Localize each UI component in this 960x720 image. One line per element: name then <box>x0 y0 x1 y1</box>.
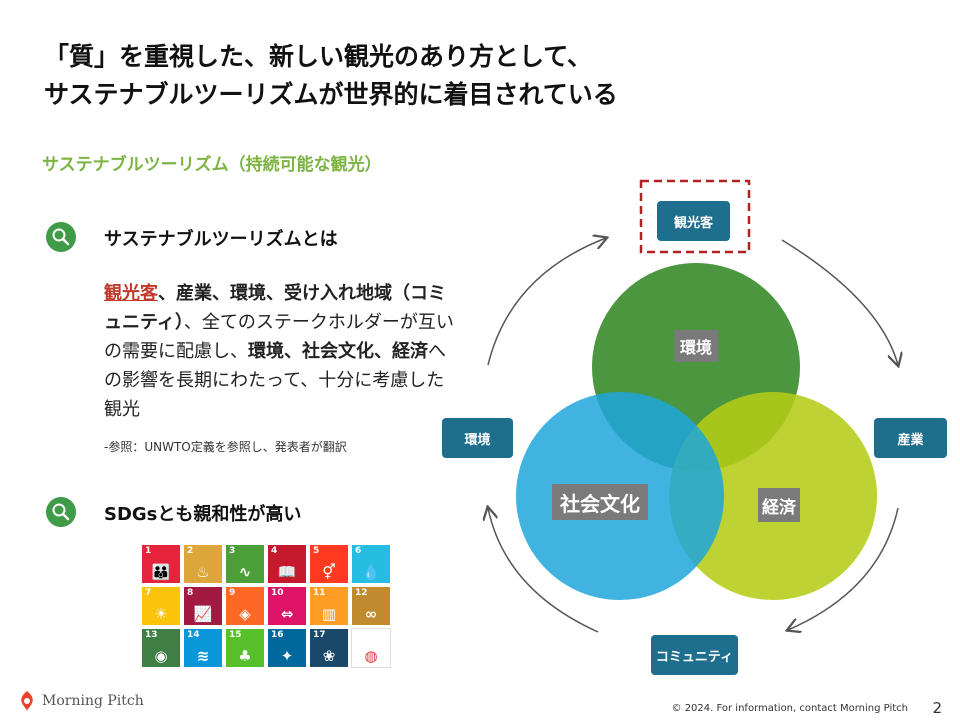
sdg-number: 17 <box>313 630 326 640</box>
highlight-tourist: 観光客 <box>104 283 158 304</box>
sdg-tile: 6💧 <box>352 545 390 583</box>
sdg-tile: 11 ▥ <box>310 587 348 625</box>
reference-note: -参照：UNWTO定義を参照し、発表者が翻訳 <box>104 440 347 454</box>
sdg-number: 6 <box>355 546 362 556</box>
sdg-goal-icon: ⇔ <box>280 605 294 623</box>
sdg-tile: 9◈ <box>226 587 264 625</box>
sdg-tile: 4📖 <box>268 545 306 583</box>
sdg-goal-icon: ◍ <box>364 647 378 665</box>
sdg-tile: 13 ◉ <box>142 629 180 667</box>
sdg-tile: 5⚥ <box>310 545 348 583</box>
definition-part2: への影響を長期にわたって、十分に考慮した観光 <box>104 341 446 420</box>
sdgs-icon-grid: 1👪2♨3∿4📖5⚥6💧7☀8📈9◈10⇔11▥12∞13◉14≋15♣16✦1… <box>142 545 391 668</box>
sdg-goal-icon: ❀ <box>322 647 336 665</box>
node-environment: 環境 <box>442 418 513 458</box>
sdg-number: 15 <box>229 630 242 640</box>
sdg-goal-icon: ▥ <box>321 605 337 623</box>
cycle-arrow-top-right <box>781 239 898 365</box>
sdg-goal-icon: ◉ <box>154 647 168 665</box>
sdg-tile: 3∿ <box>226 545 264 583</box>
cycle-arrow-right-bottom <box>788 507 899 630</box>
title-line-1: 「質」を重視した、新しい観光のあり方として、 <box>44 42 593 71</box>
sdg-number: 9 <box>229 588 236 598</box>
node-industry: 産業 <box>874 418 947 458</box>
sdg-tile: 17 ❀ <box>310 629 348 667</box>
sdg-tile: 7☀ <box>142 587 180 625</box>
sdg-tile: 8📈 <box>184 587 222 625</box>
sdg-goal-icon: ⚥ <box>322 563 336 581</box>
tourist-highlight-box <box>639 179 751 254</box>
circle-label-environment: 環境 <box>674 330 718 362</box>
sdg-goal-icon: 💧 <box>361 563 381 581</box>
sdg-number: 5 <box>313 546 320 556</box>
sdg-tile: 14 ≋ <box>184 629 222 667</box>
sdg-number: 14 <box>187 630 200 640</box>
sdg-goal-icon: ✦ <box>280 647 294 665</box>
cycle-arrow-bottom-left <box>488 508 599 633</box>
section-subtitle: サステナブルツーリズム（持続可能な観光） <box>42 155 382 175</box>
sdg-number: 1 <box>145 546 152 556</box>
sdg-goal-icon: ♣ <box>238 647 252 665</box>
sdg-tile: 1👪 <box>142 545 180 583</box>
node-community: コミュニティ <box>651 635 738 675</box>
sdg-number: 10 <box>271 588 284 598</box>
title-line-2: サステナブルツーリズムが世界的に着目されている <box>44 80 618 109</box>
cycle-arrow-left-top <box>487 238 606 366</box>
sdg-number: 12 <box>355 588 368 598</box>
sdg-tile: 15 ♣ <box>226 629 264 667</box>
magnifier-icon <box>46 497 76 527</box>
sdg-number: 3 <box>229 546 236 556</box>
page-number: 2 <box>932 699 942 717</box>
magnifier-icon <box>46 222 76 252</box>
sdg-tile: 12 ∞ <box>352 587 390 625</box>
definition-text: 観光客、産業、環境、受け入れ地域（コミュニティ）、全てのステークホルダーが互いの… <box>104 279 454 424</box>
logo-mark-icon <box>21 691 33 711</box>
sdg-goal-icon: 👪 <box>151 563 171 581</box>
logo-text: Morning Pitch <box>42 693 144 709</box>
sdg-goal-icon: ∿ <box>238 563 252 581</box>
sdg-number: 16 <box>271 630 284 640</box>
circle-label-society-culture: 社会文化 <box>552 484 648 520</box>
sdg-number: 4 <box>271 546 278 556</box>
circle-label-economy: 経済 <box>758 488 800 522</box>
sdg-tile: 2♨ <box>184 545 222 583</box>
section-heading-definition: サステナブルツーリズムとは <box>104 229 338 250</box>
sdg-number: 2 <box>187 546 194 556</box>
sdg-goal-icon: ∞ <box>364 605 378 623</box>
sdg-number: 7 <box>145 588 152 598</box>
impacts-bold: 環境、社会文化、経済 <box>248 341 428 362</box>
company-logo: Morning Pitch <box>18 690 144 712</box>
sdg-goal-icon: ☀ <box>154 605 168 623</box>
footer-copyright: © 2024. For information, contact Morning… <box>671 703 908 714</box>
sdg-goal-icon: ♨ <box>196 563 210 581</box>
section-heading-sdgs: SDGsとも親和性が高い <box>104 504 302 525</box>
stakeholders-bold: 、産業、環境、受け入れ地域（コミュニティ） <box>104 283 446 333</box>
sdg-goal-icon: 📖 <box>277 563 297 581</box>
sdg-tile: 10 ⇔ <box>268 587 306 625</box>
sdg-number: 13 <box>145 630 158 640</box>
definition-part1: 、全てのステークホルダーが互いの需要に配慮し、 <box>104 312 454 362</box>
sdg-tile: ◍ <box>351 628 391 668</box>
slide-title: 「質」を重視した、新しい観光のあり方として、 サステナブルツーリズムが世界的に着… <box>44 38 924 114</box>
node-tourist: 観光客 <box>657 201 730 241</box>
sdg-goal-icon: 📈 <box>193 605 213 623</box>
sdg-tile: 16 ✦ <box>268 629 306 667</box>
sdg-number: 8 <box>187 588 194 598</box>
sdg-goal-icon: ◈ <box>239 605 251 623</box>
sdg-goal-icon: ≋ <box>196 647 210 665</box>
sdg-number: 11 <box>313 588 326 598</box>
